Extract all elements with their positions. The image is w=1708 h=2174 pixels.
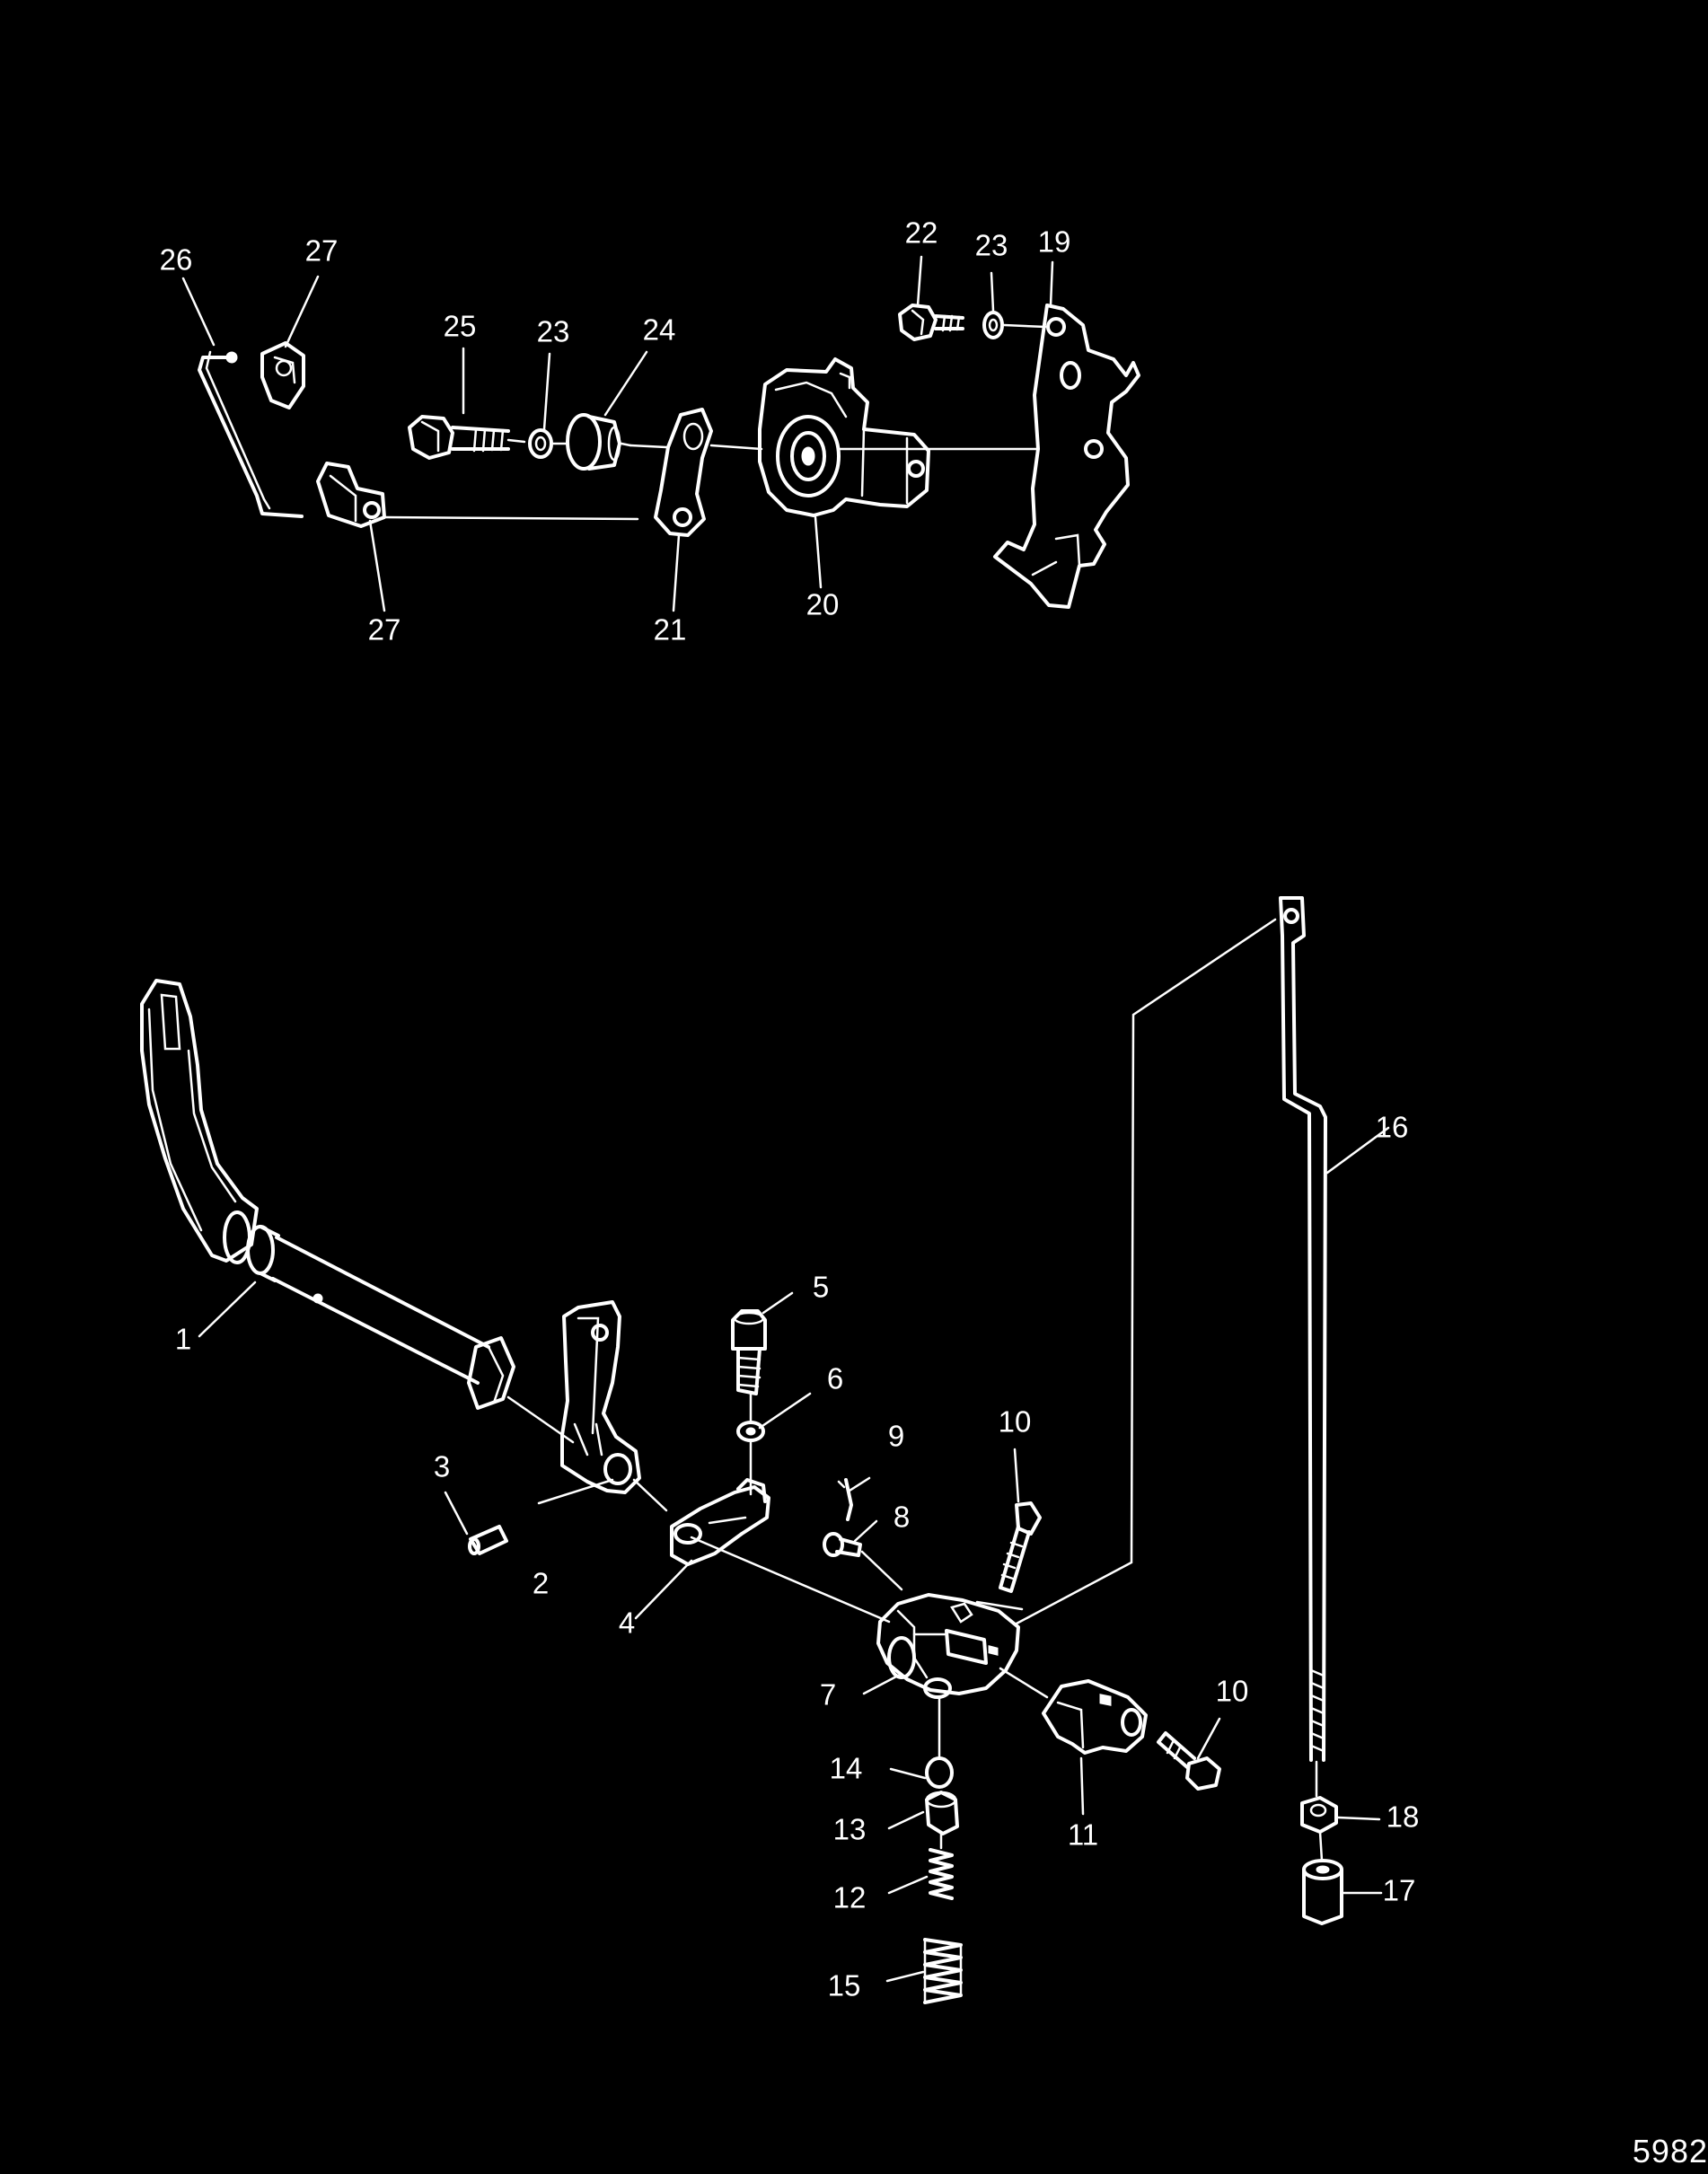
part-2-fork-bracket xyxy=(560,1300,641,1494)
callout-15: 15 xyxy=(828,1969,861,2002)
part-16-shift-rod xyxy=(1279,896,1327,1762)
callout-24: 24 xyxy=(643,313,676,347)
part-27-clip-lower xyxy=(316,462,386,528)
part-27-clip-upper xyxy=(260,341,305,409)
callout-26: 26 xyxy=(160,243,193,277)
lower-leader-lines xyxy=(198,1126,1390,1983)
callout-labels: 1 2 3 4 5 6 7 8 9 10 10 11 12 13 14 15 1… xyxy=(160,216,1420,2002)
callout-21: 21 xyxy=(654,613,687,647)
callout-2: 2 xyxy=(533,1567,549,1600)
part-8-pin xyxy=(823,1532,862,1557)
upper-leader-lines xyxy=(181,255,1054,612)
part-3-pin xyxy=(468,1525,508,1555)
part-4-clamp xyxy=(670,1478,770,1566)
part-10-screw-lower xyxy=(1157,1731,1221,1791)
callout-13: 13 xyxy=(833,1813,867,1846)
part-13-plunger xyxy=(925,1791,959,1835)
part-7-shift-block xyxy=(876,1593,1020,1699)
callout-23-left: 23 xyxy=(537,315,570,348)
part-24-bushing xyxy=(566,413,632,471)
lower-assembly xyxy=(140,896,1390,2004)
part-20-cam-housing xyxy=(758,357,930,517)
part-22-screw xyxy=(898,304,964,341)
callout-5: 5 xyxy=(813,1271,829,1304)
callout-14: 14 xyxy=(830,1752,863,1785)
callout-8: 8 xyxy=(894,1501,910,1534)
callout-4: 4 xyxy=(619,1606,635,1640)
callout-9: 9 xyxy=(888,1420,904,1453)
part-17-coupler xyxy=(1302,1859,1343,1925)
lower-connector-lines xyxy=(506,918,1324,1862)
callout-11: 11 xyxy=(1068,1818,1098,1852)
callout-23: 23 xyxy=(975,229,1008,262)
part-25-bolt xyxy=(408,415,510,460)
callout-3: 3 xyxy=(434,1450,450,1483)
callout-27: 27 xyxy=(305,234,339,268)
part-14-ball xyxy=(925,1756,954,1789)
callout-6: 6 xyxy=(827,1362,843,1395)
upper-assembly xyxy=(181,255,1140,612)
callout-12: 12 xyxy=(833,1881,867,1914)
callout-20: 20 xyxy=(806,588,840,621)
part-5-bolt xyxy=(731,1309,767,1395)
callout-7: 7 xyxy=(820,1678,836,1712)
callout-1: 1 xyxy=(175,1323,191,1356)
part-26-link-rod xyxy=(198,350,304,518)
callout-22: 22 xyxy=(905,216,938,250)
part-18-nut xyxy=(1300,1796,1338,1834)
part-1-shift-handle xyxy=(140,979,515,1410)
part-10-screw-upper xyxy=(999,1501,1042,1593)
part-15-spring xyxy=(923,1938,963,2004)
callout-27-lower: 27 xyxy=(368,613,401,647)
drawing-number: 5982 xyxy=(1632,2133,1708,2170)
callout-19: 19 xyxy=(1038,225,1071,259)
part-21-lever xyxy=(654,408,713,537)
part-23-washer-right xyxy=(982,311,1004,339)
part-6-washer xyxy=(736,1421,765,1442)
callout-17: 17 xyxy=(1383,1874,1416,1907)
callout-10-lower: 10 xyxy=(1216,1675,1249,1708)
part-23-washer-left xyxy=(528,428,553,459)
callout-25: 25 xyxy=(444,310,477,343)
callout-16: 16 xyxy=(1376,1111,1409,1144)
part-19-bracket xyxy=(993,304,1140,609)
part-12-spring xyxy=(929,1848,954,1900)
upper-connector-lines xyxy=(383,323,1047,521)
callout-10: 10 xyxy=(999,1405,1032,1439)
callout-18: 18 xyxy=(1387,1800,1420,1834)
part-9-cotter-pin xyxy=(837,1478,853,1521)
part-11-detent-bracket xyxy=(1042,1679,1148,1755)
